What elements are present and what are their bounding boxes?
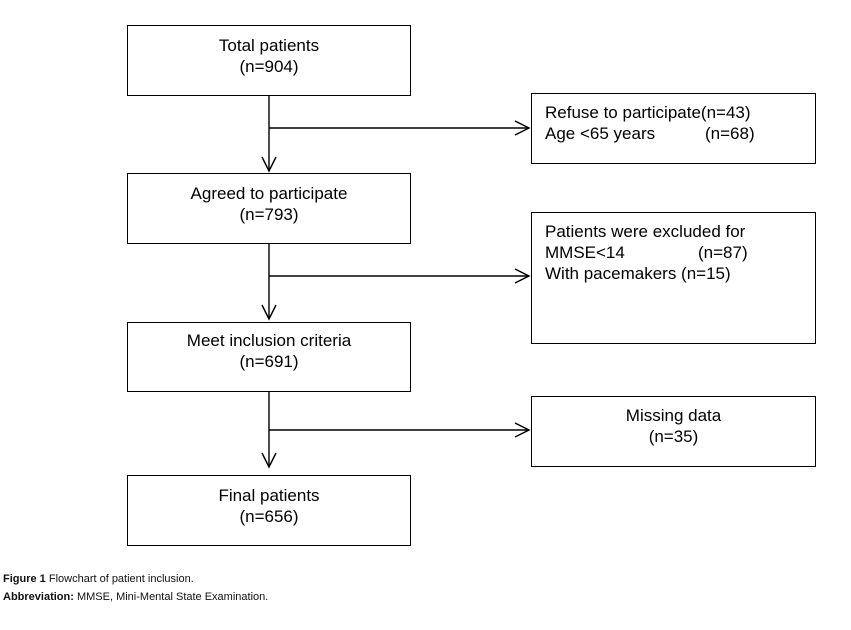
refuse-value: (n=43)	[700, 103, 751, 122]
final-title: Final patients	[218, 486, 320, 505]
final-box: Final patients (n=656)	[127, 475, 411, 546]
mmse-line: MMSE<14 (n=87)	[545, 242, 815, 263]
excluded-heading: Patients were excluded for	[545, 222, 746, 241]
inclusion-title: Meet inclusion criteria	[186, 331, 352, 350]
missing-box: Missing data (n=35)	[531, 396, 816, 467]
abbreviation-text: MMSE, Mini-Mental State Examination.	[73, 591, 269, 603]
agreed-box: Agreed to participate (n=793)	[127, 173, 411, 244]
total-patients-title: Total patients	[218, 36, 320, 55]
abbreviation-label: Abbreviation:	[3, 591, 74, 603]
total-patients-count: (n=904)	[239, 57, 299, 76]
agreed-count: (n=793)	[239, 205, 299, 224]
arrowhead-excluded	[514, 268, 531, 284]
arrowhead-inclusion	[261, 304, 277, 321]
figure-label: Figure 1	[3, 573, 46, 585]
mmse-value: (n=87)	[698, 243, 748, 262]
agreed-title: Agreed to participate	[190, 184, 348, 203]
mmse-label: MMSE<14	[545, 243, 625, 262]
missing-count: (n=35)	[648, 427, 699, 446]
figure-text: Flowchart of patient inclusion.	[45, 573, 194, 585]
inclusion-count: (n=691)	[239, 352, 299, 371]
age-line: Age <65 years (n=68)	[545, 123, 815, 144]
figure-caption: Figure 1 Flowchart of patient inclusion.	[3, 573, 194, 585]
age-value: (n=68)	[705, 124, 755, 143]
missing-title: Missing data	[625, 406, 722, 425]
refuse-line-1: Refuse to participate(n=43)	[545, 102, 815, 123]
total-patients-box: Total patients (n=904)	[127, 25, 411, 96]
excluded-box: Patients were excluded for MMSE<14 (n=87)…	[531, 212, 816, 344]
arrowhead-missing	[514, 422, 531, 438]
age-label: Age <65 years	[545, 124, 656, 143]
pacemakers-line: With pacemakers (n=15)	[545, 264, 731, 283]
arrowhead-final	[261, 452, 277, 469]
arrowhead-refuse	[514, 120, 531, 136]
final-count: (n=656)	[239, 507, 299, 526]
inclusion-box: Meet inclusion criteria (n=691)	[127, 322, 411, 392]
refuse-box: Refuse to participate(n=43) Age <65 year…	[531, 93, 816, 164]
arrowhead-agreed	[261, 156, 277, 173]
abbreviation-caption: Abbreviation: MMSE, Mini-Mental State Ex…	[3, 591, 268, 603]
refuse-label: Refuse to participate	[545, 103, 701, 122]
